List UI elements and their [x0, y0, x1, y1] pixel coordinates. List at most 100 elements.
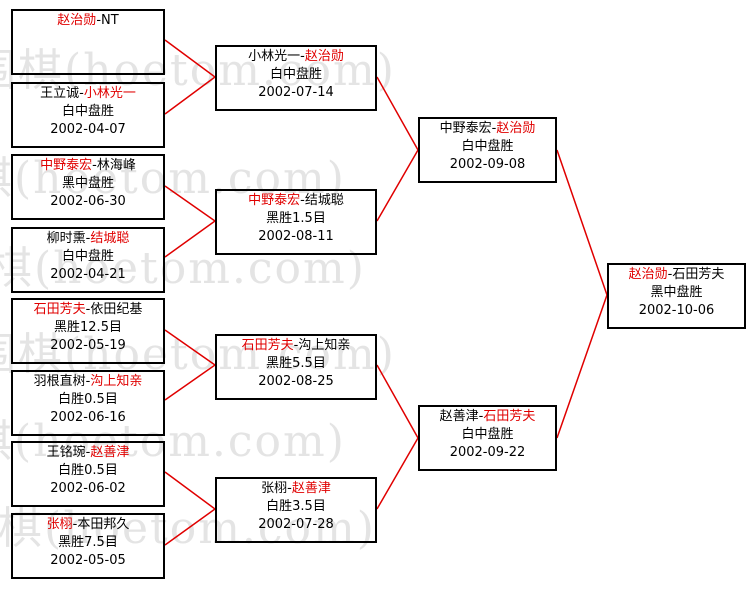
players-line: 中野泰宏-林海峰 — [13, 157, 163, 175]
match-date: 2002-08-11 — [258, 229, 334, 244]
player-1-name: 中野泰宏 — [248, 193, 301, 208]
players-line: 小林光一-赵治勋 — [217, 48, 375, 66]
players-line: 张栩-赵善津 — [217, 480, 375, 498]
player-1-name: 张栩 — [46, 517, 73, 532]
players-line: 张栩-本田邦久 — [13, 516, 163, 534]
player-2-name: 石田芳夫 — [672, 267, 725, 282]
players-line: 赵治勋-NT — [13, 12, 163, 30]
match-result: 黑胜5.5目 — [266, 356, 326, 371]
match-date: 2002-04-21 — [50, 267, 126, 282]
vs-separator: - — [92, 158, 97, 173]
players-line: 赵善津-石田芳夫 — [420, 408, 555, 426]
match-result: 黑胜7.5目 — [58, 535, 118, 550]
player-1-name: 石田芳夫 — [241, 338, 294, 353]
match-result: 白中盘胜 — [461, 139, 514, 154]
players-line: 柳时熏-结城聪 — [13, 230, 163, 248]
player-2-name: 沟上知亲 — [90, 374, 143, 389]
watermark: 弘通围棋(hoetom.com) — [0, 243, 366, 294]
match-box-round1: 王立诚-小林光一白中盘胜 2002-04-07 — [11, 82, 165, 148]
match-date: 2002-09-08 — [449, 157, 526, 172]
match-result: 白中盘胜 — [61, 104, 114, 119]
player-1-name: 羽根直树 — [33, 374, 86, 389]
player-2-name: 赵治勋 — [304, 49, 344, 64]
vs-separator: - — [85, 374, 91, 389]
watermark: 弘通围棋(hoetom.com) — [0, 153, 346, 204]
match-result: 白胜0.5目 — [58, 392, 118, 407]
player-1-name: 小林光一 — [248, 49, 301, 64]
players-line: 王立诚-小林光一 — [13, 85, 163, 103]
players-line: 石田芳夫-依田纪基 — [13, 301, 163, 319]
players-line: 王铭琬-赵善津 — [13, 444, 163, 462]
match-date: 2002-05-19 — [50, 338, 126, 353]
player-2-name: NT — [101, 13, 119, 28]
match-result: 白中盘胜 — [61, 249, 114, 264]
match-result: 黑胜12.5目 — [54, 320, 122, 335]
players-line: 石田芳夫-沟上知亲 — [217, 337, 375, 355]
player-1-name: 中野泰宏 — [40, 158, 93, 173]
match-result: 白中盘胜 — [269, 67, 322, 82]
player-2-name: 赵善津 — [291, 481, 331, 496]
vs-separator: - — [85, 231, 91, 246]
match-date: 2002-07-28 — [258, 517, 334, 532]
match-date: 2002-06-30 — [50, 194, 126, 209]
vs-separator: - — [491, 121, 497, 136]
vs-separator: - — [96, 13, 102, 28]
player-2-name: 赵治勋 — [496, 121, 536, 136]
player-1-name: 王立诚 — [40, 86, 80, 101]
vs-separator: - — [293, 338, 299, 353]
vs-separator: - — [72, 517, 78, 532]
match-date: 2002-06-02 — [50, 481, 126, 496]
players-line: 赵治勋-石田芳夫 — [609, 266, 744, 284]
match-date: 2002-07-14 — [258, 85, 334, 100]
match-result: 白中盘胜 — [461, 427, 514, 442]
vs-separator: - — [85, 445, 91, 460]
players-line: 中野泰宏-结城聪 — [217, 192, 375, 210]
match-date: 2002-05-05 — [50, 553, 126, 568]
player-2-name: 沟上知亲 — [298, 338, 351, 353]
player-1-name: 石田芳夫 — [33, 302, 86, 317]
match-result: 黑中盘胜 — [61, 176, 114, 191]
match-date: 2002-10-06 — [638, 303, 715, 318]
match-date: 2002-09-22 — [449, 445, 526, 460]
player-1-name: 柳时熏 — [46, 231, 86, 246]
player-1-name: 赵治勋 — [628, 267, 668, 282]
player-2-name: 本田邦久 — [77, 517, 130, 532]
match-box-round1: 赵治勋-NT — [11, 9, 165, 75]
match-result: 黑胜1.5目 — [266, 211, 326, 226]
players-line: 羽根直树-沟上知亲 — [13, 373, 163, 391]
player-2-name: 结城聪 — [304, 193, 344, 208]
player-1-name: 张栩 — [261, 481, 288, 496]
watermark: 弘通围棋(hoetom.com) — [0, 45, 396, 96]
vs-separator: - — [300, 49, 305, 64]
match-date: 2002-04-07 — [50, 122, 126, 137]
player-2-name: 小林光一 — [83, 86, 136, 101]
player-2-name: 石田芳夫 — [483, 409, 536, 424]
match-result: 白胜0.5目 — [58, 463, 118, 478]
match-box-round2: 中野泰宏-结城聪黑胜1.5目 2002-08-11 — [215, 189, 377, 255]
player-2-name: 依田纪基 — [90, 302, 143, 317]
vs-separator: - — [287, 481, 292, 496]
player-1-name: 赵善津 — [439, 409, 479, 424]
vs-separator: - — [478, 409, 484, 424]
player-1-name: 赵治勋 — [57, 13, 97, 28]
player-1-name: 王铭琬 — [46, 445, 86, 460]
match-result: 黑中盘胜 — [650, 285, 703, 300]
vs-separator: - — [667, 267, 673, 282]
player-2-name: 结城聪 — [90, 231, 130, 246]
player-2-name: 林海峰 — [96, 158, 136, 173]
player-2-name: 赵善津 — [90, 445, 130, 460]
vs-separator: - — [85, 302, 91, 317]
match-result: 白胜3.5目 — [266, 499, 326, 514]
match-date: 2002-06-16 — [50, 410, 126, 425]
